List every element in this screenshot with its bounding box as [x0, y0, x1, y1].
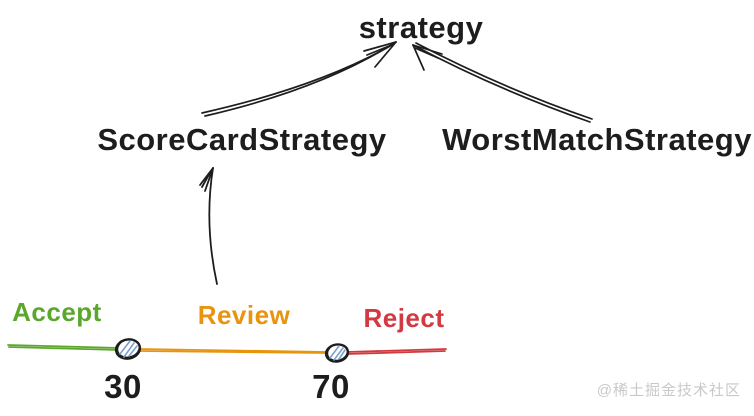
reject-line-segment — [346, 348, 447, 355]
threshold-low-label: 30 — [104, 368, 142, 405]
right-child-node-label: WorstMatchStrategy — [442, 122, 752, 157]
inheritance-arrow-right-icon — [412, 42, 593, 123]
threshold-marker-70-icon — [324, 343, 350, 363]
accept-line-segment — [7, 344, 121, 351]
parent-node-label: strategy — [358, 10, 484, 45]
threshold-arrow-icon — [199, 167, 218, 285]
review-zone-label: Review — [197, 300, 291, 330]
inheritance-arrow-left-icon — [201, 41, 397, 117]
reject-zone-label: Reject — [363, 303, 445, 333]
review-line-segment — [138, 348, 329, 354]
watermark: @稀土掘金技术社区 — [596, 382, 741, 399]
accept-zone-label: Accept — [12, 297, 102, 327]
threshold-marker-30-icon — [114, 338, 142, 360]
left-child-node-label: ScoreCardStrategy — [97, 122, 387, 157]
threshold-high-label: 70 — [312, 368, 350, 405]
